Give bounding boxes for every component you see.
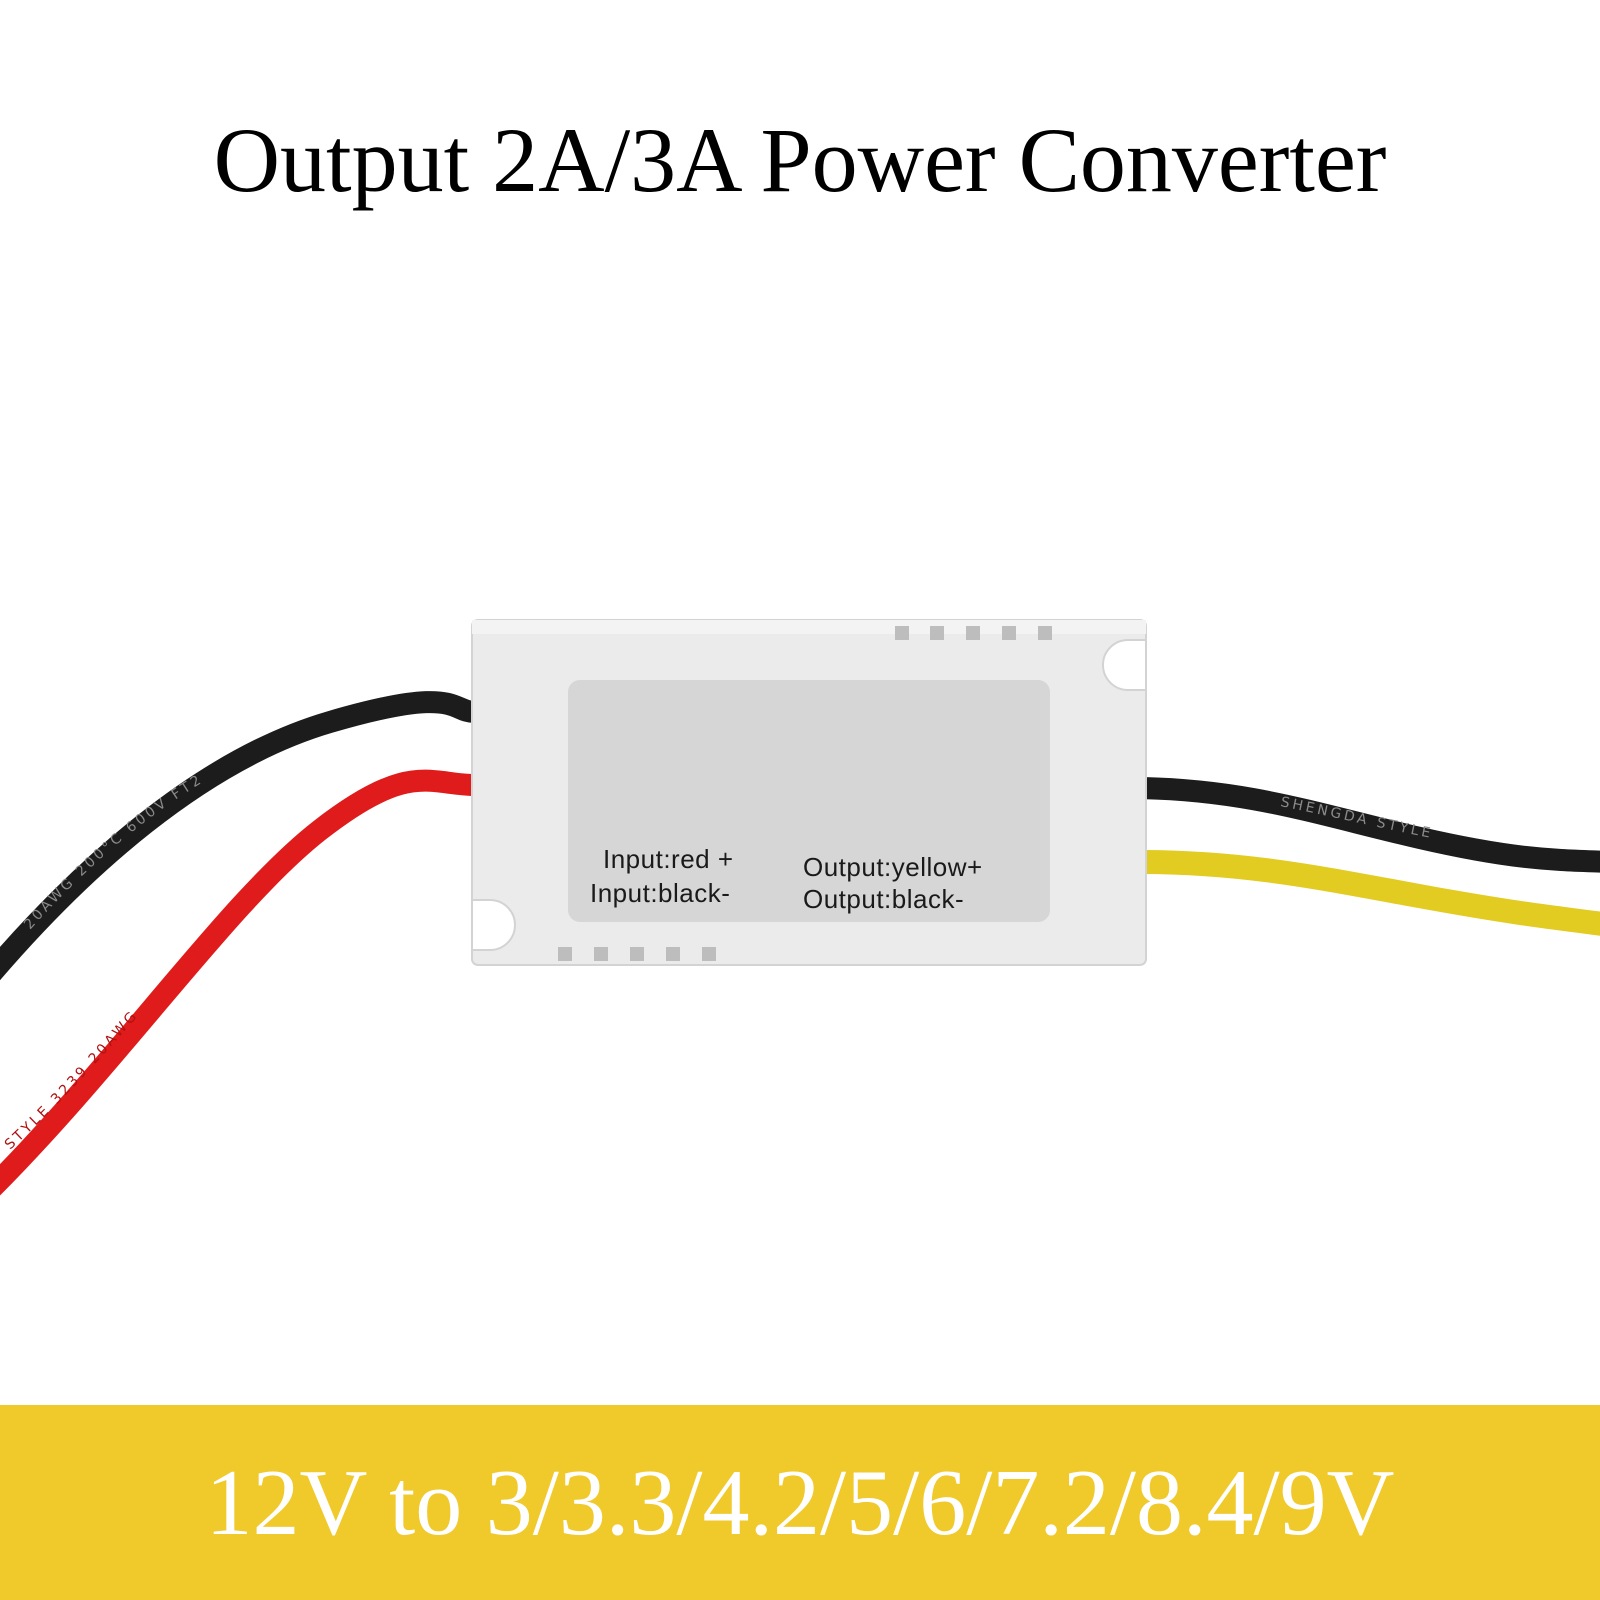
mount-notch-right — [1102, 639, 1147, 691]
label-output-negative: Output:black- — [803, 884, 964, 914]
voltage-banner-text: 12V to 3/3.3/4.2/5/6/7.2/8.4/9V — [205, 1450, 1395, 1555]
label-output-positive: Output:yellow+ — [803, 852, 983, 882]
mount-notch-left — [471, 899, 516, 951]
input-red-wire — [0, 769, 486, 1196]
output-yellow-wire — [1128, 850, 1600, 936]
voltage-banner: 12V to 3/3.3/4.2/5/6/7.2/8.4/9V — [0, 1405, 1600, 1600]
converter-module: Input:red + Input:black- Output:yellow+ … — [471, 619, 1147, 966]
black-wire-print: 20AWG 200°C 600V FT2 — [21, 771, 206, 933]
vent-slots-bottom — [558, 947, 716, 961]
output-black-wire — [1129, 777, 1600, 873]
page-title: Output 2A/3A Power Converter — [213, 109, 1387, 211]
label-input-positive: Input:red + — [603, 844, 734, 874]
red-wire-print: STYLE 3239 20AWG — [2, 1007, 142, 1153]
label-panel — [568, 680, 1050, 922]
input-black-wire — [0, 691, 486, 981]
vent-slots-top — [895, 626, 1052, 640]
label-input-negative: Input:black- — [590, 878, 730, 908]
